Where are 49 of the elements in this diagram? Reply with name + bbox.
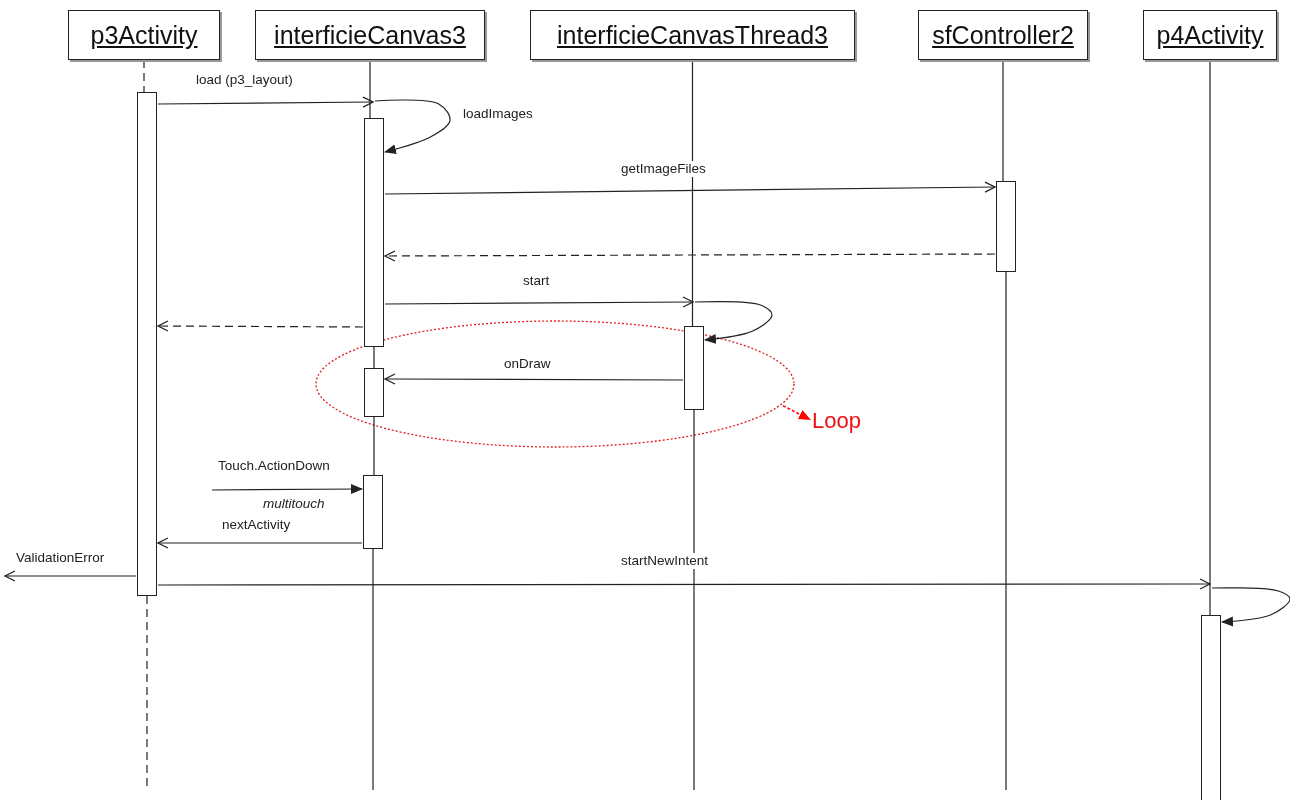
lifeline xyxy=(691,59,694,327)
object-box xyxy=(530,10,855,60)
object-name: interficieCanvasThread3 xyxy=(557,20,828,50)
edge-label: loadImages xyxy=(462,106,534,122)
message-arrow xyxy=(157,578,1211,590)
message-note: multitouch xyxy=(262,496,326,512)
self-message-arrow xyxy=(1211,587,1290,627)
loop-ellipse xyxy=(315,320,795,448)
message-arrow xyxy=(157,537,363,549)
self-message-arrow xyxy=(694,301,773,344)
object-box xyxy=(68,10,220,60)
lifeline xyxy=(693,409,695,791)
object-name: interficieCanvas3 xyxy=(274,20,466,50)
message-arrow xyxy=(157,96,374,108)
lifeline xyxy=(372,548,374,791)
object-box xyxy=(255,10,485,60)
lifeline xyxy=(373,346,375,369)
dashed-arrow xyxy=(384,250,996,262)
lifeline xyxy=(373,416,375,476)
activation-bar xyxy=(364,118,384,347)
dashed-arrow xyxy=(157,320,364,332)
lifeline xyxy=(1005,271,1007,791)
message-arrow xyxy=(384,373,684,385)
lifeline xyxy=(1002,59,1004,182)
message-arrow xyxy=(211,484,363,495)
self-message-arrow xyxy=(374,99,451,155)
activation-bar xyxy=(137,92,157,596)
message-arrow xyxy=(384,181,996,195)
object-box xyxy=(918,10,1088,60)
object-name: sfController2 xyxy=(932,20,1074,50)
object-box xyxy=(1143,10,1277,60)
object-name: p4Activity xyxy=(1156,20,1264,50)
activation-bar xyxy=(364,368,384,417)
lifeline xyxy=(369,59,371,119)
loop-label: Loop xyxy=(812,406,882,436)
activation-bar xyxy=(684,326,704,410)
activation-bar xyxy=(1201,615,1221,800)
dashed-arrow xyxy=(782,404,811,421)
edge-label: load (p3_layout) xyxy=(195,72,294,88)
lifeline xyxy=(143,59,145,93)
activation-bar xyxy=(363,475,383,549)
object-name: p3Activity xyxy=(90,20,198,50)
lifeline xyxy=(1209,59,1211,616)
edge-label: getImageFiles xyxy=(620,161,707,177)
edge-label: startNewIntent xyxy=(620,553,710,569)
message-arrow xyxy=(384,296,694,308)
edge-label: nextActivity xyxy=(221,517,292,533)
message-arrow xyxy=(4,570,137,582)
activation-bar xyxy=(996,181,1016,272)
